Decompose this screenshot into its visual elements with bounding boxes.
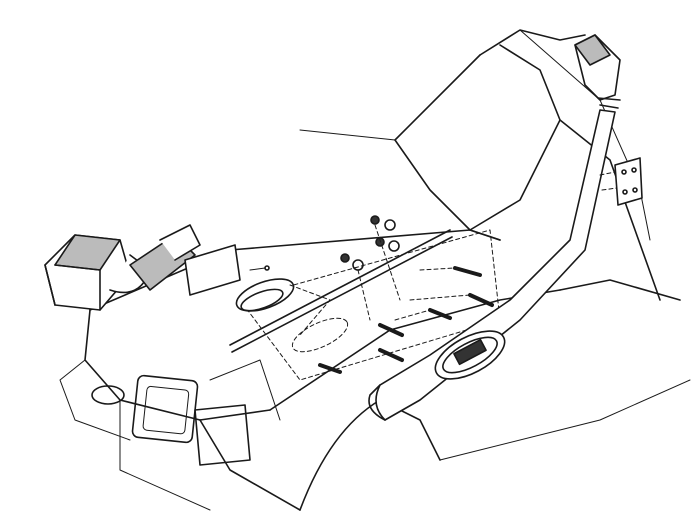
intake-hose bbox=[129, 224, 201, 291]
logo-badge bbox=[442, 336, 498, 374]
snorkel-head bbox=[574, 34, 621, 109]
snorkel-tube bbox=[368, 109, 616, 421]
template-plate bbox=[184, 244, 270, 296]
washers-nuts bbox=[340, 215, 401, 321]
mounting-bracket bbox=[599, 157, 643, 206]
studs bbox=[318, 266, 494, 374]
oval-adaptor bbox=[235, 278, 331, 336]
air-box bbox=[44, 234, 151, 311]
